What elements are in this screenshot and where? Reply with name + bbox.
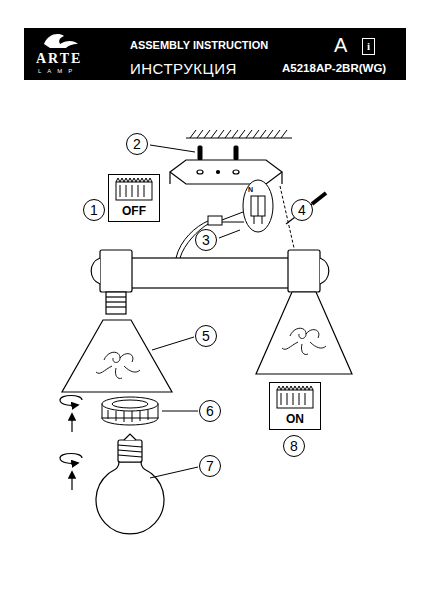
- callout-text: 5: [202, 329, 210, 343]
- header-band: [24, 28, 406, 80]
- callout-text: 6: [206, 404, 214, 418]
- terminal-mark: N: [248, 186, 253, 193]
- leader-line: [150, 145, 195, 152]
- callout-text: 2: [133, 137, 141, 151]
- screwdriver: [286, 193, 326, 224]
- header-text: A5218AP-2BR(WG): [282, 63, 386, 75]
- leader-line: [152, 337, 194, 350]
- ceiling: [186, 130, 292, 138]
- leader-line: [162, 411, 198, 412]
- brand-logo: LAMP: [38, 68, 78, 74]
- shade-ring: [102, 397, 158, 425]
- guide-line: [280, 186, 294, 248]
- terminal-block: [208, 180, 273, 232]
- callout-number: 4: [291, 199, 313, 221]
- leader-line: [150, 467, 198, 478]
- switch-state: OFF: [122, 205, 146, 217]
- callout-text: 3: [202, 233, 210, 247]
- switch-box: ON: [269, 382, 321, 430]
- callout-text: 7: [206, 459, 214, 473]
- logo-mark: [44, 34, 78, 48]
- lamp-shade: [62, 320, 172, 392]
- callout-number: 7: [199, 455, 221, 477]
- header-text: i: [362, 38, 375, 55]
- rotation-arrow: [60, 396, 82, 491]
- callout-text: 8: [290, 439, 298, 453]
- callout-text: 1: [90, 203, 98, 217]
- header-text: ИНСТРУКЦИЯ: [130, 61, 237, 76]
- header-text: A: [334, 35, 347, 55]
- wire: [176, 221, 208, 258]
- callout-number: 6: [199, 400, 221, 422]
- wire: [180, 224, 208, 258]
- callout-number: 3: [195, 229, 217, 251]
- lamp-shade: [256, 292, 352, 374]
- header-text: ASSEMBLY INSTRUCTION: [130, 40, 268, 51]
- switch-icon: [277, 386, 313, 408]
- brand-logo: ARTE: [36, 52, 82, 66]
- switch-box: OFF: [108, 174, 160, 222]
- mounting-bracket: [170, 160, 282, 184]
- switch-icon: [116, 178, 152, 200]
- callout-number: 8: [283, 435, 305, 457]
- light-bulb: [96, 434, 164, 534]
- callout-text: 4: [298, 203, 306, 217]
- switch-state: ON: [286, 413, 304, 425]
- callout-number: 2: [126, 133, 148, 155]
- callout-number: 5: [195, 325, 217, 347]
- leader-line: [219, 230, 240, 238]
- callout-number: 1: [83, 199, 105, 221]
